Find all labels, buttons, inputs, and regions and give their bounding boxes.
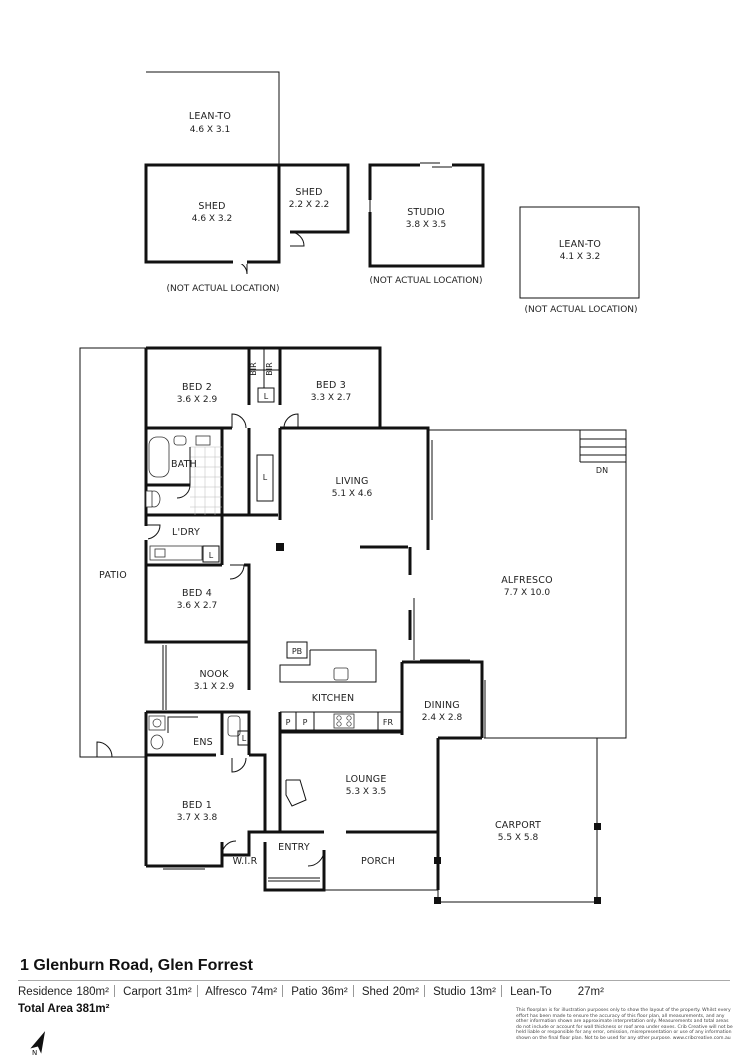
room-name-living: LIVING [335,476,368,487]
linen-cupboard-label-ens: L [242,734,247,743]
area-label-alfresco: Alfresco [205,986,247,998]
linen-cupboard-label-hall: L [263,473,268,482]
room-name-studio: STUDIO [407,207,445,218]
room-name-patio: PATIO [99,570,127,581]
area-label-residence: Residence [18,986,73,998]
room-dims-lounge: 5.3 X 3.5 [346,787,387,797]
outbuilding-group-studio: STUDIO 3.8 X 3.5 (NOT ACTUAL LOCATION) [368,162,485,286]
note-not-actual-location-studio: (NOT ACTUAL LOCATION) [369,276,482,286]
disclaimer-text: This floorplan is for illustration purpo… [516,1008,733,1041]
pantry-label-2: P [303,718,308,727]
area-label-shed: Shed [361,986,389,998]
area-value-studio: 13m² [469,986,496,998]
room-name-lean-to-right: LEAN-TO [559,239,601,250]
area-label-lean-to: Lean-To [510,986,552,998]
total-area: Total Area 381m² [18,1003,109,1015]
linen-cupboard-label: L [264,392,269,401]
room-dims-dining: 2.4 X 2.8 [422,713,463,723]
room-dims-nook: 3.1 X 2.9 [194,682,235,692]
room-name-ldry: L'DRY [172,527,200,538]
total-area-label: Total Area [18,1003,73,1015]
room-dims-bed3: 3.3 X 2.7 [311,393,352,403]
linen-cupboard-label-ldry: L [209,551,214,560]
stairs-icon [579,430,626,463]
room-name-dining: DINING [424,700,460,711]
room-name-lounge: LOUNGE [345,774,386,785]
area-value-residence: 180m² [76,986,109,998]
room-name-bed3: BED 3 [316,380,346,391]
room-dims-living: 5.1 X 4.6 [332,489,373,499]
room-dims-lean-to-right: 4.1 X 3.2 [560,252,601,262]
outbuilding-group-shed: LEAN-TO 4.6 X 3.1 SHED 4.6 X 3.2 SHED 2.… [144,71,350,294]
room-name-shed-small: SHED [295,187,322,198]
room-dims-shed-small: 2.2 X 2.2 [289,200,330,210]
room-dims-lean-to-top: 4.6 X 3.1 [190,125,231,135]
area-label-patio: Patio [291,986,318,998]
room-name-shed-large: SHED [198,201,225,212]
area-value-patio: 36m² [321,986,348,998]
room-dims-bed1: 3.7 X 3.8 [177,813,218,823]
room-name-entry: ENTRY [278,842,310,853]
room-name-nook: NOOK [199,669,229,680]
total-area-value: 381m² [76,1003,110,1015]
area-value-carport: 31m² [165,986,192,998]
footer-divider [18,980,730,981]
room-dims-studio: 3.8 X 3.5 [406,220,447,230]
north-arrow-icon: N [30,1031,46,1056]
room-dims-carport: 5.5 X 5.8 [498,833,539,843]
bir-label-bed2: BIR [249,362,258,376]
area-label-studio: Studio [433,986,466,998]
powder-box-label: PB [292,647,302,656]
room-name-bed4: BED 4 [182,588,212,599]
room-name-bed2: BED 2 [182,382,212,393]
floor-plan: LEAN-TO 4.6 X 3.1 SHED 4.6 X 3.2 SHED 2.… [79,71,640,904]
room-name-kitchen: KITCHEN [312,693,355,704]
area-value-alfresco: 74m² [250,986,278,998]
room-dims-bed4: 3.6 X 2.7 [177,601,218,611]
area-value-lean-to: 27m² [577,986,604,998]
room-name-carport: CARPORT [495,820,541,831]
cooktop-icon [333,713,355,729]
pantry-label-1: P [286,718,291,727]
area-label-carport: Carport [123,986,162,998]
room-dims-alfresco: 7.7 X 10.0 [504,588,551,598]
note-not-actual-location-lean-to: (NOT ACTUAL LOCATION) [524,305,637,315]
room-name-lean-to-top: LEAN-TO [189,111,231,122]
room-dims-shed-large: 4.6 X 3.2 [192,214,233,224]
outbuilding-group-lean-to: LEAN-TO 4.1 X 3.2 (NOT ACTUAL LOCATION) [519,206,640,315]
room-name-bath: BATH [171,459,197,470]
room-dims-bed2: 3.6 X 2.9 [177,395,218,405]
bir-label-bed3: BIR [265,362,274,376]
property-address: 1 Glenburn Road, Glen Forrest [20,957,253,974]
room-name-bed1: BED 1 [182,800,212,811]
room-name-alfresco: ALFRESCO [501,575,553,586]
north-label: N [32,1049,37,1056]
room-name-porch: PORCH [361,856,395,867]
fridge-label: FR [383,718,394,727]
main-house: DN L BIR BIR BED 2 3.6 X 2.9 BED 3 3.3 X… [79,346,627,904]
stairs-down-label: DN [596,466,608,475]
area-value-shed: 20m² [392,986,419,998]
room-name-wir: W.I.R [233,856,258,867]
note-not-actual-location-shed: (NOT ACTUAL LOCATION) [166,284,279,294]
room-name-ens: ENS [193,737,213,748]
